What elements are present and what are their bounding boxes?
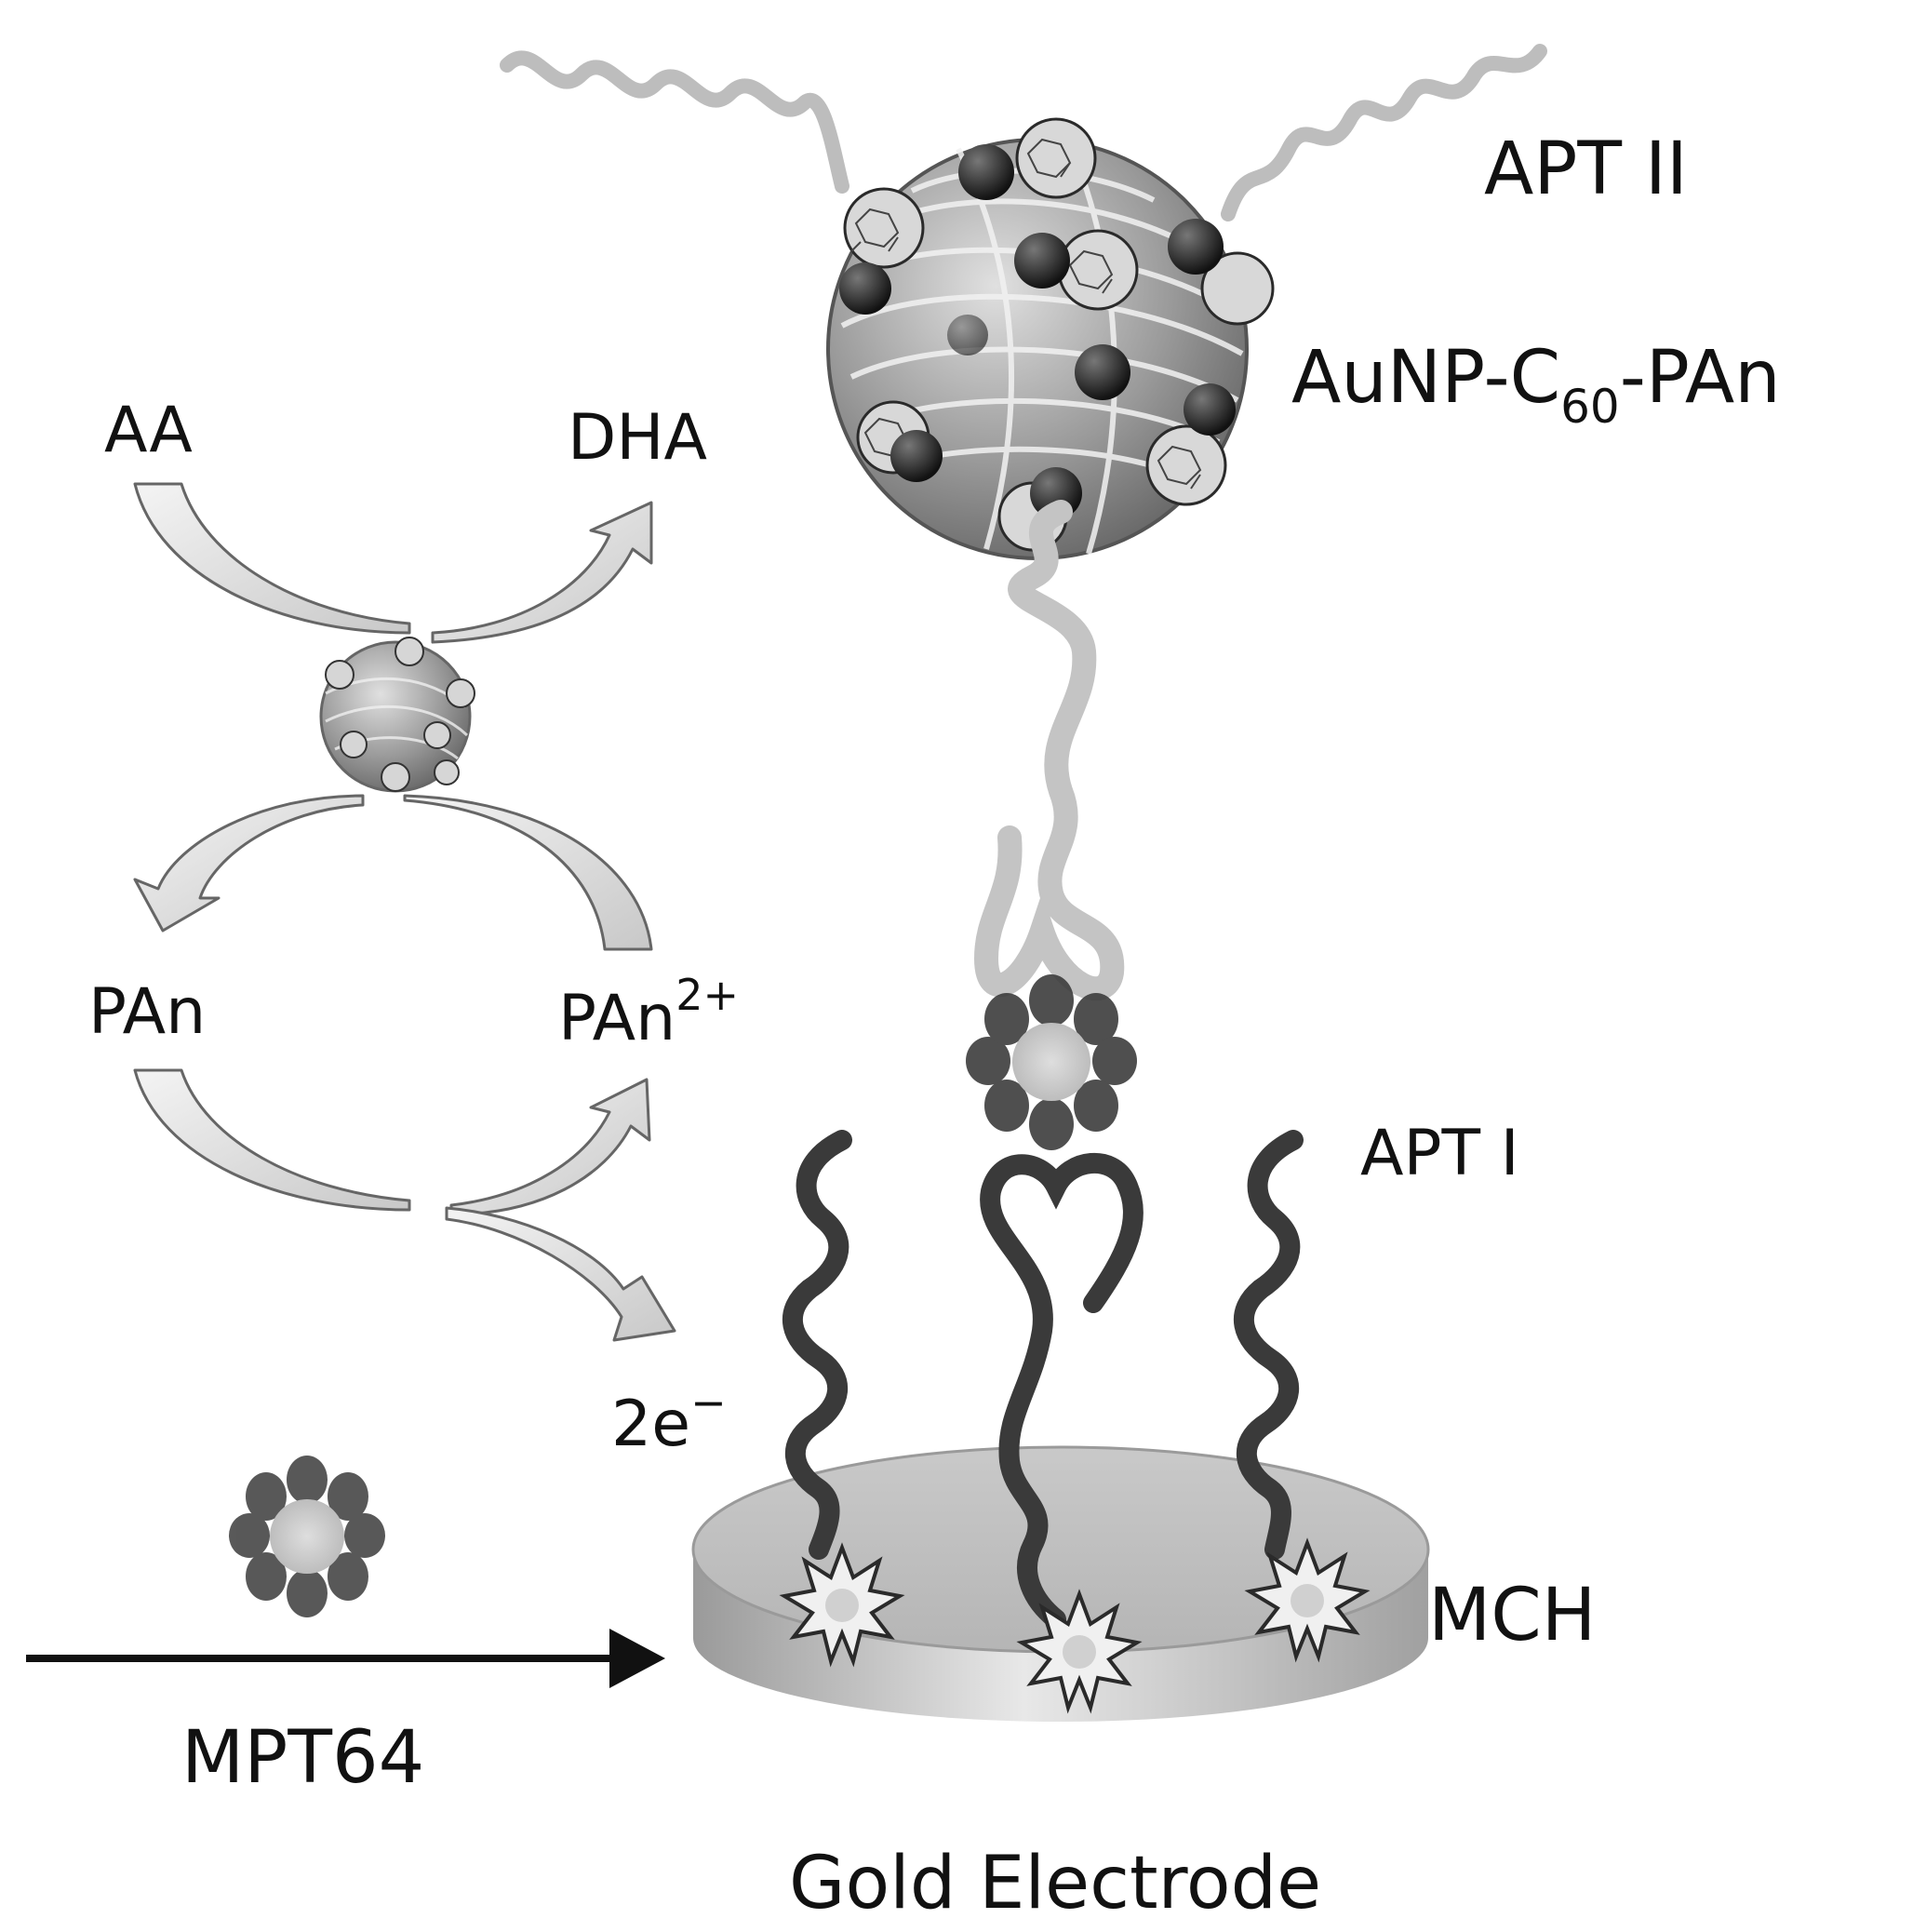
- arrow-pan-to-lower-center: [133, 1068, 411, 1212]
- aa-label: AA: [104, 394, 193, 467]
- apt2-label: APT II: [1484, 127, 1688, 211]
- catalyst-particle-small: [319, 637, 475, 793]
- mch-star-icon: [1016, 1589, 1143, 1714]
- arrow-aa-to-center: [133, 482, 411, 635]
- apt1-strands: [782, 1130, 1304, 1630]
- arrow-lower-to-pan2: [449, 1078, 651, 1216]
- dha-label: DHA: [568, 401, 707, 475]
- electron-label-base: 2e: [611, 1388, 690, 1461]
- arrow-center-to-pan: [133, 794, 365, 932]
- pan2-label-superscript: 2+: [675, 970, 739, 1020]
- gold-nanoparticle-dots: [839, 144, 1236, 519]
- apt2-strands: [500, 44, 1547, 221]
- apt1-left-strand: [782, 1130, 852, 1560]
- mch-star-icon: [779, 1542, 905, 1668]
- pan-label: PAn: [88, 975, 206, 1049]
- pan2-label: PAn2+: [558, 970, 739, 1055]
- apt1-label: APT I: [1360, 1117, 1519, 1190]
- electrode-label: Gold Electrode: [789, 1842, 1321, 1925]
- mpt64-target-bound-icon: [966, 974, 1137, 1150]
- apt2-right-strand: [1221, 44, 1547, 221]
- catalytic-cycle: [133, 482, 676, 1342]
- apt1-right-strand: [1234, 1130, 1304, 1560]
- arrow-pan2-to-center: [403, 794, 653, 951]
- mpt64-free-icon: [229, 1456, 385, 1617]
- mpt64-arrow: [26, 1629, 665, 1688]
- arrow-lower-to-electron: [445, 1206, 676, 1342]
- electron-label-superscript: −: [690, 1377, 727, 1428]
- apt2-left-strand: [500, 50, 849, 194]
- mch-blockers: [779, 1537, 1371, 1714]
- mpt64-label: MPT64: [181, 1716, 424, 1800]
- arrow-center-to-dha: [431, 501, 653, 644]
- aunp-label-subscript: 60: [1560, 380, 1620, 434]
- apt1-center-strand: [980, 1152, 1144, 1630]
- electron-label: 2e−: [611, 1377, 727, 1461]
- aunp-label-tail: -PAn: [1620, 336, 1781, 420]
- aunp-label-main: AuNP-C: [1291, 336, 1560, 420]
- mch-label: MCH: [1428, 1574, 1596, 1657]
- mch-star-icon: [1244, 1537, 1371, 1663]
- aunp-c60-pan-particle: [826, 117, 1275, 560]
- aunp-label: AuNP-C60-PAn: [1291, 336, 1781, 434]
- apt2-tether-strand: [973, 500, 1125, 1001]
- pan2-label-base: PAn: [558, 982, 675, 1055]
